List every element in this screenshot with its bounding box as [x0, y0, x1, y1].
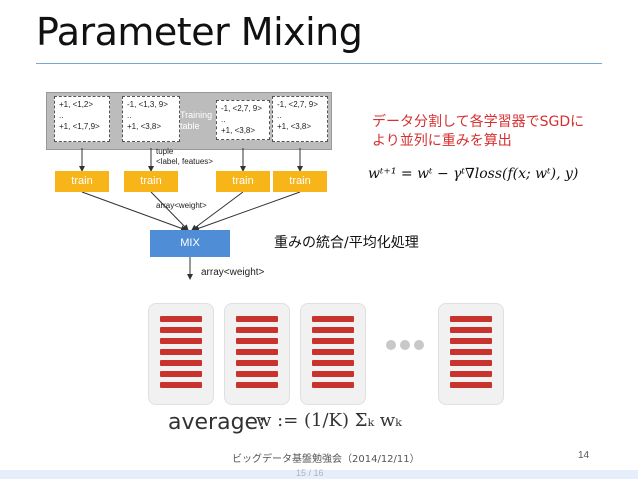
footer-text: ビッグデータ基盤勉強会（2014/12/11）	[232, 454, 420, 465]
average-label: average:	[168, 410, 266, 435]
mix-node: MIX	[150, 230, 230, 257]
train-node-3: train	[216, 171, 270, 192]
training-table-label: Training table	[180, 110, 213, 131]
data-card-3: -1, <2,7, 9>..+1, <3,8>	[216, 100, 270, 140]
ellipsis-dot-2	[400, 340, 410, 350]
train-node-1: train	[55, 171, 109, 192]
slide-nav-bar	[0, 470, 638, 479]
data-card-4: -1, <2,7, 9>..+1, <3,8>	[272, 96, 328, 142]
sgd-formula: wᵗ⁺¹ = wᵗ − γᵗ∇loss(f(x; wᵗ), y)	[368, 166, 579, 182]
slide-indicator: 15 / 16	[296, 468, 324, 478]
data-card-1: +1, <1,2>..+1, <1,7,9>	[54, 96, 110, 142]
sgd-description: データ分割して各学習器でSGDに より並列に重みを算出	[372, 114, 585, 149]
weight-vector-3	[300, 303, 366, 405]
train-node-2: train	[124, 171, 178, 192]
array-weight-output-label: array<weight>	[201, 267, 265, 278]
title-underline	[36, 63, 602, 64]
ellipsis-dot-3	[414, 340, 424, 350]
data-card-2: -1, <1,3, 9>..+1, <3,8>	[122, 96, 180, 142]
average-formula: w := (1/K) Σₖ wₖ	[256, 410, 402, 431]
weight-vector-2	[224, 303, 290, 405]
page-number: 14	[578, 450, 590, 461]
train-node-4: train	[273, 171, 327, 192]
weight-vector-4	[438, 303, 504, 405]
slide-title: Parameter Mixing	[36, 10, 363, 54]
ellipsis-dot-1	[386, 340, 396, 350]
array-weight-label: array<weight>	[156, 201, 207, 210]
weight-vector-1	[148, 303, 214, 405]
tuple-label: tuple <label, featues>	[156, 147, 213, 166]
merge-description: 重みの統合/平均化処理	[274, 235, 419, 251]
